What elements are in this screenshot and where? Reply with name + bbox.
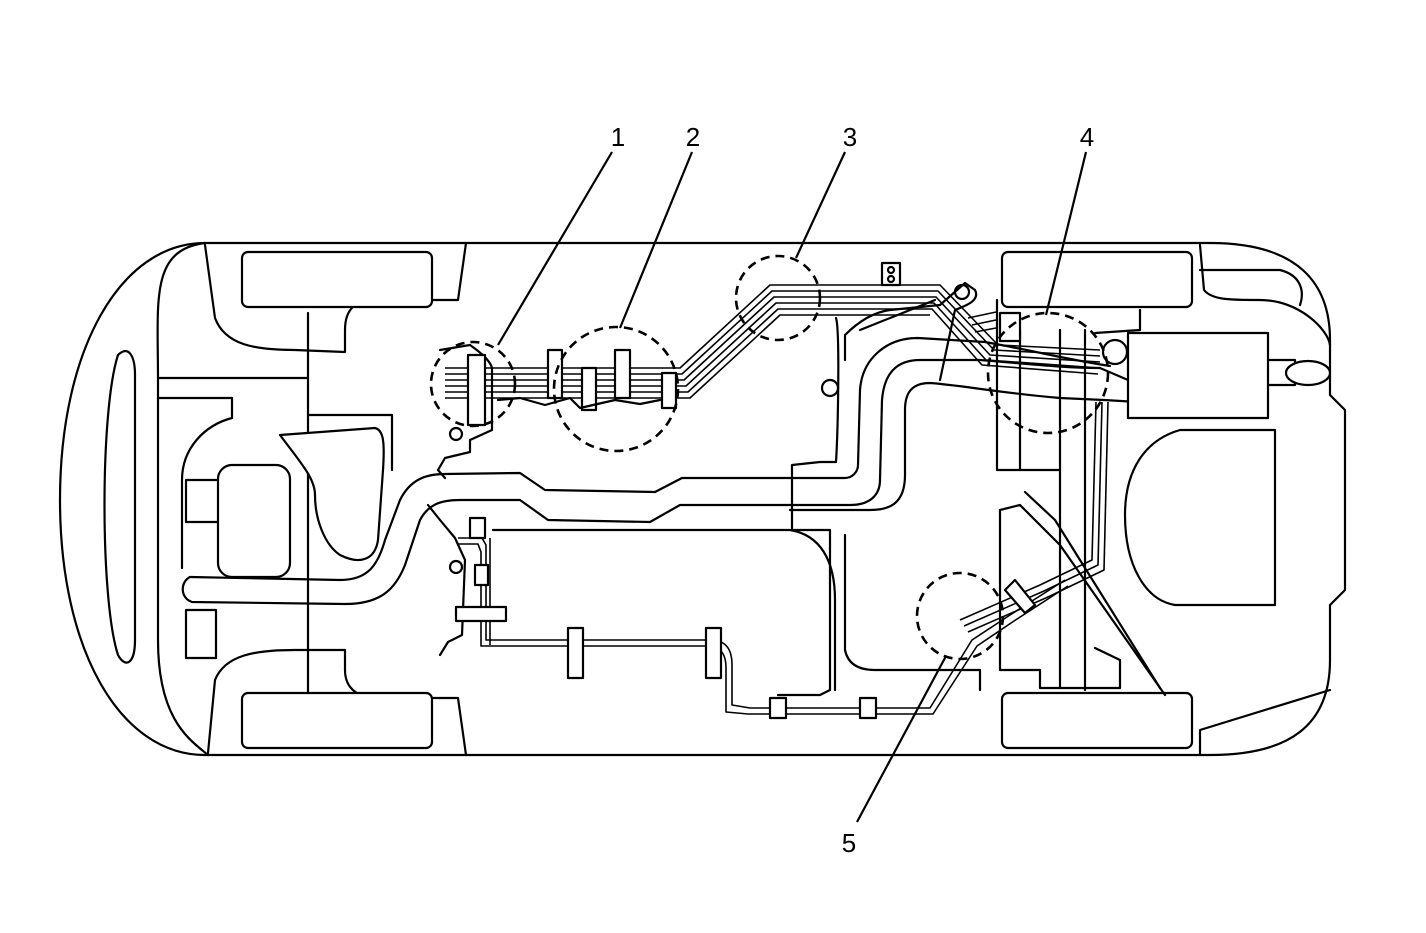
tailpipe-tip (1284, 359, 1332, 387)
callout-labels: 1 2 3 4 5 (611, 122, 1094, 858)
detail-circle-2 (552, 325, 680, 453)
lower-clip-f (768, 696, 788, 720)
front-left-tire (240, 250, 434, 309)
line-clip-2b (580, 366, 598, 412)
line-clip-2d (660, 371, 678, 410)
callout-label-2: 2 (686, 122, 700, 152)
engine-block (216, 463, 292, 579)
detail-circles (429, 254, 1110, 661)
mount-hole-lower (448, 559, 464, 575)
lower-clip-d (566, 626, 585, 680)
center-structure (491, 261, 1303, 697)
spare-tire-well (1123, 428, 1277, 607)
callout-label-5: 5 (842, 828, 856, 858)
leader-line-3 (795, 151, 846, 259)
lower-clip-a (468, 516, 487, 540)
leader-line-4 (1044, 151, 1088, 316)
callout-label-4: 4 (1080, 122, 1094, 152)
detail-circle-3 (734, 254, 822, 342)
front-bracket-lower (184, 608, 218, 660)
front-subframe (426, 343, 494, 657)
leader-line-2 (618, 151, 694, 329)
leader-lines (497, 151, 1088, 823)
lower-line-bundle (454, 516, 1069, 720)
front-bracket (184, 478, 221, 524)
detail-circle-1 (429, 340, 517, 428)
lower-clip-c (454, 605, 508, 623)
mount-hole (448, 426, 464, 442)
lower-clip-e (704, 626, 723, 680)
transmission (278, 426, 385, 562)
leader-line-5 (856, 655, 947, 823)
rear-muffler (1126, 331, 1270, 420)
front-components (103, 311, 394, 695)
lower-clip-h (1003, 578, 1037, 615)
detail-circle-5 (915, 571, 1005, 661)
tires (240, 250, 1194, 750)
detail-circle-4 (986, 311, 1110, 435)
lower-clip-g (858, 696, 878, 720)
front-bumper-slot (103, 350, 137, 664)
upper-line-bundle (445, 284, 1109, 633)
leader-line-1 (497, 151, 613, 346)
body-outline (58, 241, 1347, 757)
line-clip-1 (466, 353, 487, 427)
line-clip-2c (613, 348, 632, 400)
tank-mount (820, 378, 840, 398)
line-clip-2a (546, 348, 564, 400)
callout-label-3: 3 (843, 122, 857, 152)
lower-clip-b (473, 563, 490, 587)
hanger-ring (1101, 338, 1129, 366)
front-right-tire (240, 691, 434, 750)
rear-right-tire (1000, 691, 1194, 750)
rear-left-tire (1000, 250, 1194, 309)
callout-label-1: 1 (611, 122, 625, 152)
